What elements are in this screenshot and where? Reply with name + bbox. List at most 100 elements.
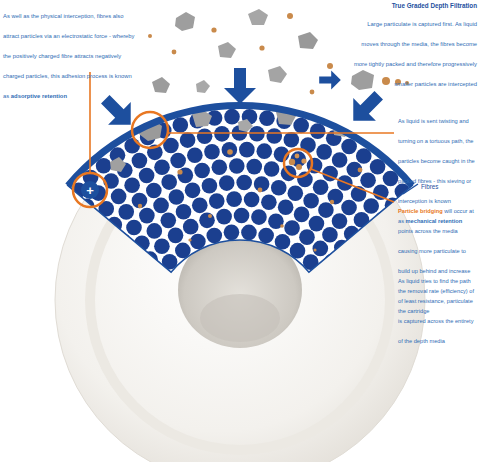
- fibre: [254, 176, 270, 192]
- particle: [351, 70, 374, 90]
- leader-line: [89, 72, 91, 172]
- core-shadow: [200, 294, 280, 342]
- text-block: True Graded Depth FiltrationLarge partic…: [350, 2, 477, 91]
- fibre: [222, 142, 238, 158]
- fibre: [341, 200, 357, 216]
- particle: [211, 27, 216, 32]
- fibre: [284, 220, 300, 236]
- charged-fibre: [81, 181, 99, 199]
- fibre: [126, 220, 142, 236]
- fibre: [363, 198, 379, 214]
- particle: [188, 238, 191, 241]
- fibre: [224, 225, 240, 241]
- particle: [259, 45, 264, 50]
- particle: [330, 200, 334, 204]
- fibre: [234, 208, 250, 224]
- fibre: [199, 213, 215, 229]
- leader-line: [403, 184, 418, 194]
- fibre: [316, 144, 332, 160]
- fibre: [202, 178, 218, 194]
- particle: [268, 66, 287, 83]
- fibre: [261, 194, 277, 210]
- fibre: [118, 204, 134, 220]
- fibre: [284, 132, 300, 148]
- fibre: [187, 147, 203, 163]
- fibre: [132, 193, 148, 209]
- fibre: [204, 144, 220, 160]
- fibre: [194, 163, 210, 179]
- fibre: [146, 183, 162, 199]
- callout-ring: [284, 149, 312, 177]
- fibre: [313, 241, 329, 257]
- flow-arrow: [94, 88, 142, 136]
- fibre: [355, 240, 371, 256]
- fibre: [288, 185, 304, 201]
- fibre: [151, 268, 167, 284]
- fibre: [334, 240, 350, 256]
- fibre: [310, 123, 326, 139]
- fibre: [216, 209, 232, 225]
- fibre: [87, 215, 103, 231]
- fibre: [332, 152, 348, 168]
- key-term: mechanical retention: [406, 218, 463, 224]
- fibre: [153, 198, 169, 214]
- charge-sign: +: [86, 183, 94, 198]
- fibre: [147, 223, 163, 239]
- fibre: [258, 228, 274, 244]
- particle: [280, 224, 284, 228]
- particle: [301, 158, 306, 163]
- particle: [289, 159, 295, 165]
- fibre: [229, 158, 245, 174]
- fibre: [375, 212, 391, 228]
- fibre: [69, 212, 85, 228]
- particle: [208, 214, 212, 218]
- fibre: [309, 216, 325, 232]
- fibre: [332, 213, 348, 229]
- particle: [310, 90, 315, 95]
- particle: [248, 9, 268, 25]
- key-term: adsorptive retention: [11, 93, 67, 99]
- fibre: [259, 110, 275, 126]
- leader-line: [168, 132, 394, 134]
- callout-ring: [132, 112, 168, 148]
- fibre: [176, 204, 192, 220]
- annotation-text: As well as the physical interception, fi…: [3, 13, 135, 99]
- fibre: [224, 109, 240, 125]
- fibre: [139, 208, 155, 224]
- fibre: [244, 192, 260, 208]
- particle: [238, 119, 253, 132]
- fibre: [183, 219, 199, 235]
- fibre: [299, 229, 315, 245]
- callout-ring: [73, 173, 107, 207]
- particle: [327, 63, 333, 69]
- fibre: [264, 161, 280, 177]
- particle: [148, 34, 152, 38]
- fibre: [268, 213, 284, 229]
- flow-arrows: [94, 68, 390, 136]
- particle: [258, 188, 263, 193]
- particle: [175, 12, 195, 31]
- fibre: [154, 159, 170, 175]
- annotation-text: Large particulate is captured first. As …: [354, 21, 477, 87]
- particle: [295, 154, 300, 159]
- wedge-outline: [68, 105, 413, 272]
- particle: [313, 248, 316, 251]
- particle: [152, 77, 170, 93]
- fibre: [60, 196, 76, 212]
- particle: [382, 77, 390, 85]
- fibre: [373, 184, 389, 200]
- fibre: [324, 254, 340, 270]
- fibre: [178, 168, 194, 184]
- part-label: Fibres: [421, 183, 439, 190]
- particle: [296, 164, 302, 170]
- graded-sequence: [319, 70, 409, 90]
- fibre: [271, 180, 287, 196]
- fibre: [239, 142, 255, 158]
- fibre: [226, 191, 242, 207]
- fibre: [192, 198, 208, 214]
- fibre: [132, 153, 148, 169]
- key-term: Particle bridging: [398, 208, 443, 214]
- fibre: [347, 162, 363, 178]
- text-block: Fibres: [421, 174, 471, 194]
